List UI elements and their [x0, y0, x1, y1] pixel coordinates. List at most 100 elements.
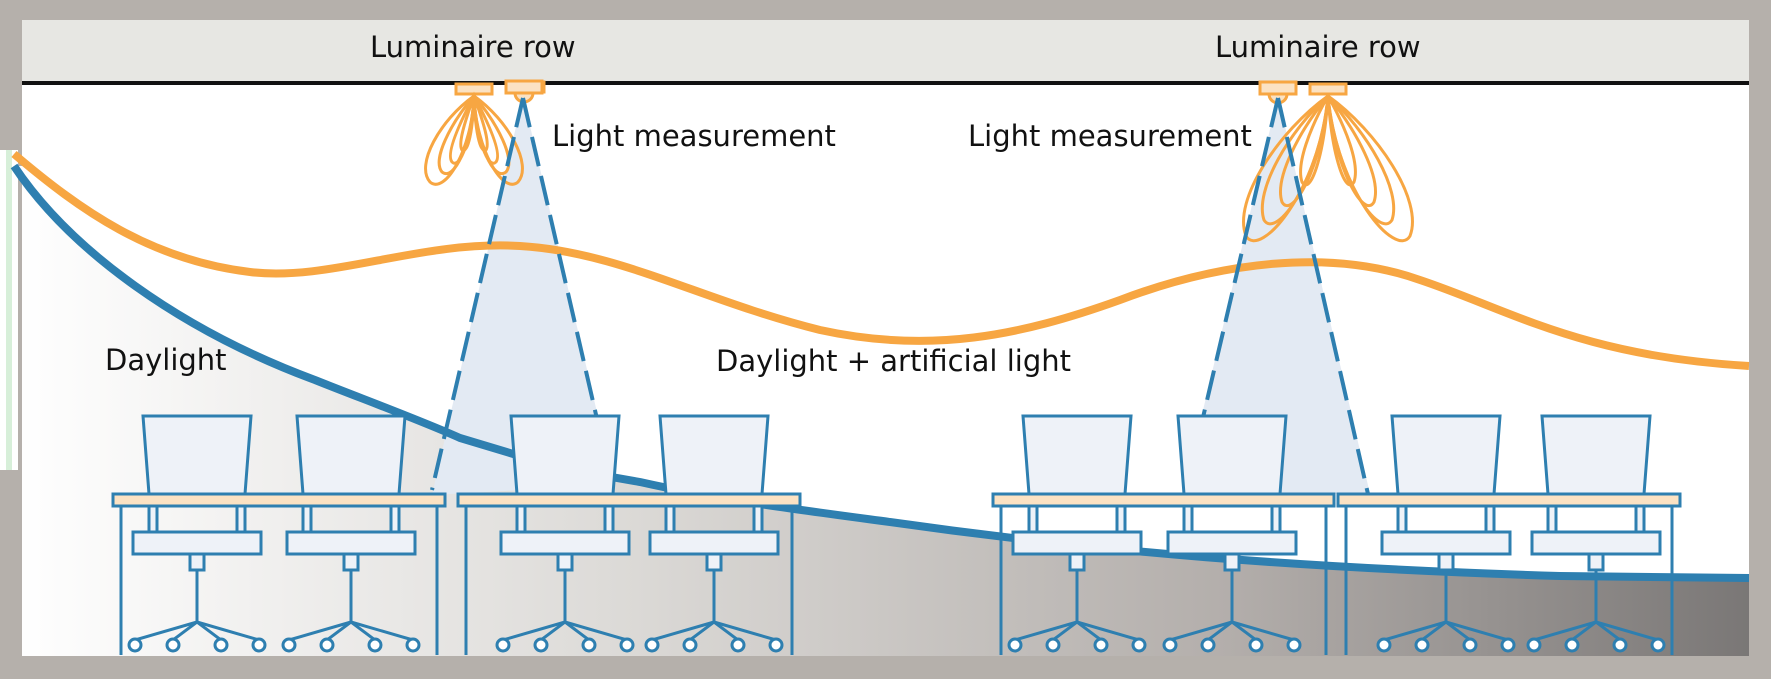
chair-wheel [319, 637, 335, 653]
light-measurement-label-right: Light measurement [968, 119, 1252, 153]
chair-column [1068, 552, 1086, 572]
chair-leg [196, 620, 222, 642]
chair-wheel [1462, 637, 1478, 653]
sensor-left-housing [504, 79, 544, 95]
desk-top [1336, 492, 1682, 508]
chair-wheel [213, 637, 229, 653]
chair-seat [499, 530, 631, 556]
chair-seat [1011, 530, 1143, 556]
chair-seat [648, 530, 780, 556]
chair-backrest [141, 414, 253, 496]
chair-leg [713, 620, 739, 642]
chair-backrest [1021, 414, 1133, 496]
chair-armrest [1270, 504, 1282, 534]
chair-leg [502, 620, 566, 642]
chair-backrest [1540, 414, 1652, 496]
chair-armrest [1396, 504, 1408, 534]
chair-leg [1571, 620, 1597, 642]
chair-backrest [509, 414, 621, 496]
chair-leg [1207, 620, 1233, 642]
chair-leg [350, 620, 414, 642]
chair-leg [1052, 620, 1078, 642]
chair-leg [1595, 620, 1621, 642]
chair-wheel [1500, 637, 1516, 653]
chair-column [705, 552, 723, 572]
luminaire-row-label-right: Luminaire row [1215, 30, 1421, 64]
cone-right-edge-b [1276, 97, 1370, 495]
chair-backrest [295, 414, 407, 496]
daylight-area [14, 166, 1749, 656]
chair-wheel [1650, 637, 1666, 653]
chair-wheel [682, 637, 698, 653]
chair-seat [1380, 530, 1512, 556]
chair-seat [1166, 530, 1298, 556]
artificial-light-curve [11, 150, 1750, 370]
chair-armrest [235, 504, 247, 534]
chair-wheel [1376, 637, 1392, 653]
chair-leg [350, 620, 376, 642]
chair-leg [651, 620, 715, 642]
chair-armrest [664, 504, 676, 534]
chair-wheel [1093, 637, 1109, 653]
desk-top [456, 492, 802, 508]
sensor-cone-right [1183, 96, 1370, 494]
chair-leg [1231, 620, 1295, 642]
chair-leg [540, 620, 566, 642]
chair-leg [1445, 620, 1471, 642]
chair-wheel [1162, 637, 1178, 653]
chair-leg [326, 620, 352, 642]
chair-wheel [1007, 637, 1023, 653]
sensor-cone-left [432, 96, 614, 495]
workstations [111, 414, 1682, 655]
sensor-right-housing [1258, 80, 1298, 96]
window-glass [6, 150, 12, 470]
chair-leg [1383, 620, 1447, 642]
sensor-cones [432, 96, 1370, 495]
desk-top [991, 492, 1336, 508]
light-measurement-label-left: Light measurement [552, 119, 836, 153]
light-distribution-left-core [459, 91, 489, 152]
luminaire-row-label-left: Luminaire row [370, 30, 576, 64]
chair-leg [196, 620, 260, 642]
chair-leg [564, 620, 628, 642]
chair-armrest [147, 504, 159, 534]
luminaire-right-body-b [1308, 82, 1348, 96]
chair-armrest [515, 504, 527, 534]
chair-wheel [768, 637, 784, 653]
chair-seat [285, 530, 417, 556]
chair-wheel [1286, 637, 1302, 653]
daylight-label: Daylight [105, 343, 227, 377]
chair-wheel [1526, 637, 1542, 653]
chair-wheel [533, 637, 549, 653]
chair-leg [1231, 620, 1257, 642]
chair-armrest [1182, 504, 1194, 534]
daylight-artificial-label: Daylight + artificial light [716, 344, 1071, 378]
chair-wheel [367, 637, 383, 653]
chair-leg [1076, 620, 1102, 642]
chair-leg [1169, 620, 1233, 642]
chair-leg [172, 620, 198, 642]
chair-wheel [1564, 637, 1580, 653]
chair-armrest [752, 504, 764, 534]
chair-armrest [1115, 504, 1127, 534]
chair-wheel [1248, 637, 1264, 653]
chair-wheel [165, 637, 181, 653]
chair-column [1587, 552, 1605, 572]
chair-wheel [1200, 637, 1216, 653]
chair-wheel [1612, 637, 1628, 653]
chair-wheel [1414, 637, 1430, 653]
chair-leg [1533, 620, 1597, 642]
chair-wheel [281, 637, 297, 653]
chair-leg [1014, 620, 1078, 642]
chair-wheel [1131, 637, 1147, 653]
chair-armrest [1027, 504, 1039, 534]
chair-wheel [1045, 637, 1061, 653]
chair-wheel [730, 637, 746, 653]
cone-left-edge-a [430, 97, 525, 491]
chair-column [556, 552, 574, 572]
chair-backrest [1390, 414, 1502, 496]
chair-wheel [619, 637, 635, 653]
chair-column [188, 552, 206, 572]
chair-leg [713, 620, 777, 642]
